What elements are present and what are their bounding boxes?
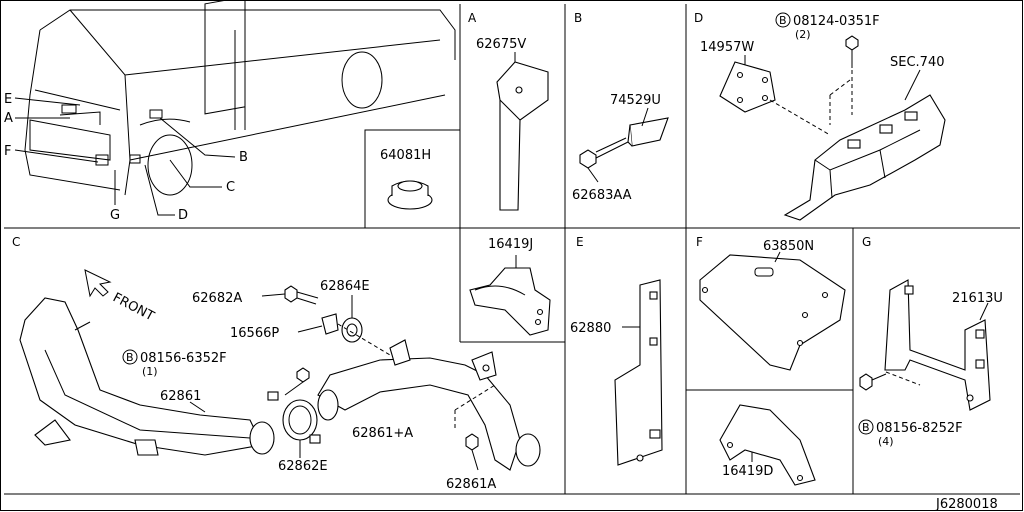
bracket-16419j [469,255,551,336]
part-16566p: 16566P [230,326,279,341]
frame-sec740 [783,69,946,221]
grommet-64081h [387,180,433,210]
part-62862e: 62862E [278,459,328,474]
bracket-62880 [614,279,663,466]
part-74529u: 74529U [610,93,661,108]
bolt-c [284,367,310,396]
bolt-c-qty: (1) [142,365,158,378]
section-d-label: D [694,11,703,25]
clamp-62862e [267,391,321,458]
section-c-label: C [12,235,20,249]
part-63850n: 63850N [763,239,814,254]
callout-d: D [178,208,188,223]
section-b-label: B [574,11,582,25]
bolt-marker-d-icon [775,12,791,28]
bolt-marker-g-icon [858,419,874,435]
section-f-label: F [696,235,703,249]
bolt-d-qty: (2) [795,28,811,41]
spacer-16566p [297,313,391,356]
bolt-marker-d-letter: B [779,14,787,27]
front-label: FRONT [110,290,156,324]
bracket-74529u [627,107,669,147]
bolt-62683aa [579,137,629,183]
section-a-label: A [468,11,477,25]
section-g-label: G [862,235,871,249]
part-62864e: 62864E [320,279,370,294]
part-62880: 62880 [570,321,611,336]
part-62861: 62861 [160,389,201,404]
front-arrow [84,269,112,298]
bolt-62861a [465,433,479,471]
bolt-62682a [261,285,319,305]
callout-f: F [4,144,11,159]
bolt-g-qty: (4) [878,435,894,448]
bolt-marker-c-letter: B [126,351,134,364]
gasket-62864e [341,295,363,343]
section-e-label: E [576,235,584,249]
part-64081h: 64081H [380,148,431,163]
pipe-62861 [19,297,275,456]
part-62861a-plus: 62861+A [352,426,413,441]
part-62682a: 62682A [192,291,242,306]
vehicle-overview [14,0,456,216]
callout-c: C [226,180,235,195]
shield-63850n [699,251,846,371]
bracket-16419d [719,404,816,486]
part-21613u: 21613U [952,291,1003,306]
callout-g: G [110,208,120,223]
bolt-marker-c-icon [122,349,138,365]
part-62683aa: 62683AA [572,188,632,203]
bolt-c-code: 08156-6352F [140,351,227,366]
callout-e: E [4,92,12,107]
callout-a: A [4,111,13,126]
bolt-g [859,371,921,391]
callout-b: B [239,150,248,165]
bolt-d [829,35,859,125]
part-16419j: 16419J [488,237,533,252]
diagram-id: J6280018 [935,497,998,512]
bolt-d-code: 08124-0351F [793,14,880,29]
part-14957w: 14957W [700,40,754,55]
bolt-marker-g-letter: B [862,421,870,434]
plate-14957w [719,55,831,136]
bolt-g-code: 08156-8252F [876,421,963,436]
part-16419d: 16419D [722,464,773,479]
part-62675v: 62675V [476,37,526,52]
bracket-21613u [884,279,991,411]
pipe-62861a-plus [317,339,541,471]
label-sec740: SEC.740 [890,55,945,70]
part-62861a: 62861A [446,477,496,492]
shield-62675v [496,52,549,211]
